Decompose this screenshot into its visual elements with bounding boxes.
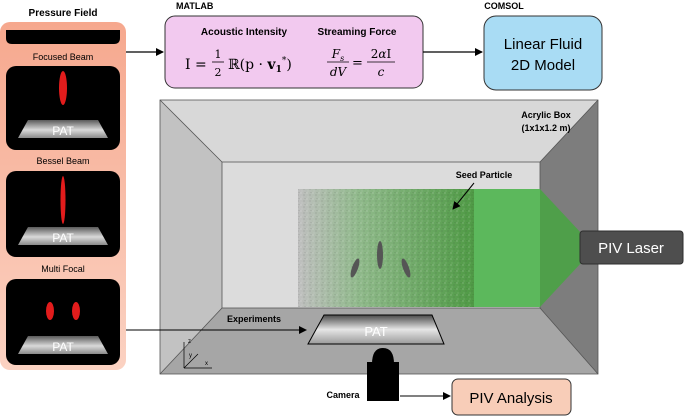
axis-y-label: y xyxy=(189,353,192,359)
axis-z-label: z xyxy=(188,339,191,345)
box-ceiling xyxy=(160,100,598,162)
camera-lens xyxy=(372,348,394,364)
box-title: Acrylic Box xyxy=(521,110,571,120)
comsol-title: COMSOL xyxy=(484,1,524,11)
axis-x-label: x xyxy=(205,361,208,367)
experiments-label: Experiments xyxy=(227,314,281,324)
comsol-model-line2: 2D Model xyxy=(511,57,575,74)
box-size: (1x1x1.2 m) xyxy=(521,123,570,133)
multi-focal-label: Multi Focal xyxy=(41,264,85,274)
focused-beam-pat-label: PAT xyxy=(52,124,74,138)
bessel-beam-label: Bessel Beam xyxy=(36,156,89,166)
piv-laser-block: PIV Laser xyxy=(579,230,684,265)
multi-focal-focus-right xyxy=(72,302,80,320)
svg-text:1: 1 xyxy=(215,48,222,61)
camera-block: Camera xyxy=(326,348,451,401)
svg-text:2αI: 2αI xyxy=(371,47,392,61)
comsol-box xyxy=(483,15,603,91)
multi-focal-pat xyxy=(18,336,108,354)
floor-pat xyxy=(307,314,445,345)
seed-particles-texture xyxy=(298,189,474,307)
camera-label: Camera xyxy=(326,390,360,400)
acrylic-box: Acrylic Box (1x1x1.2 m) Seed Particle PA… xyxy=(159,99,599,375)
focused-beam-focus xyxy=(59,71,67,105)
floor-pat-label: PAT xyxy=(364,324,387,339)
bessel-beam-pat xyxy=(18,227,108,245)
piv-laser-box xyxy=(579,230,684,265)
acoustic-intensity-heading: Acoustic Intensity xyxy=(201,27,288,38)
focused-beam-label: Focused Beam xyxy=(33,52,94,62)
matlab-block: MATLAB Acoustic Intensity Streaming Forc… xyxy=(164,1,424,89)
seed-particle-label: Seed Particle xyxy=(456,170,513,180)
svg-text:dV: dV xyxy=(330,65,348,79)
seed-particle-arrow xyxy=(452,182,475,210)
pressure-field-title: Pressure Field xyxy=(29,8,98,19)
top-frame-sliver xyxy=(6,30,120,44)
bessel-beam-pat-label: PAT xyxy=(52,231,74,245)
coordinate-axes xyxy=(183,342,212,369)
multi-focal-pat-label: PAT xyxy=(52,340,74,354)
multi-focal-focus-left xyxy=(46,302,54,320)
laser-beam-cone xyxy=(540,189,582,307)
focused-beam-pat xyxy=(18,120,108,138)
piv-analysis-box xyxy=(451,378,572,416)
svg-text:=: = xyxy=(352,56,363,71)
piv-analysis-label: PIV Analysis xyxy=(469,390,552,407)
svg-text:c: c xyxy=(378,65,385,79)
camera-body xyxy=(367,362,399,401)
pressure-field-panel: Pressure Field Focused Beam PAT Bessel B… xyxy=(0,8,126,370)
piv-analysis-block: PIV Analysis xyxy=(451,378,572,416)
particle-streak-right xyxy=(401,258,411,278)
box-left-wall xyxy=(160,100,222,374)
bessel-beam-focus xyxy=(60,176,66,224)
particle-streak-left xyxy=(350,258,360,278)
piv-laser-label: PIV Laser xyxy=(598,240,664,257)
svg-text:2: 2 xyxy=(215,66,222,79)
laser-sheet xyxy=(474,189,540,307)
particle-streak-center xyxy=(377,241,383,269)
comsol-block: COMSOL Linear Fluid 2D Model xyxy=(483,1,603,91)
svg-text:I =: I = xyxy=(185,57,207,73)
comsol-model-line1: Linear Fluid xyxy=(504,36,582,53)
streaming-force-heading: Streaming Force xyxy=(318,27,397,38)
matlab-title: MATLAB xyxy=(176,1,214,11)
